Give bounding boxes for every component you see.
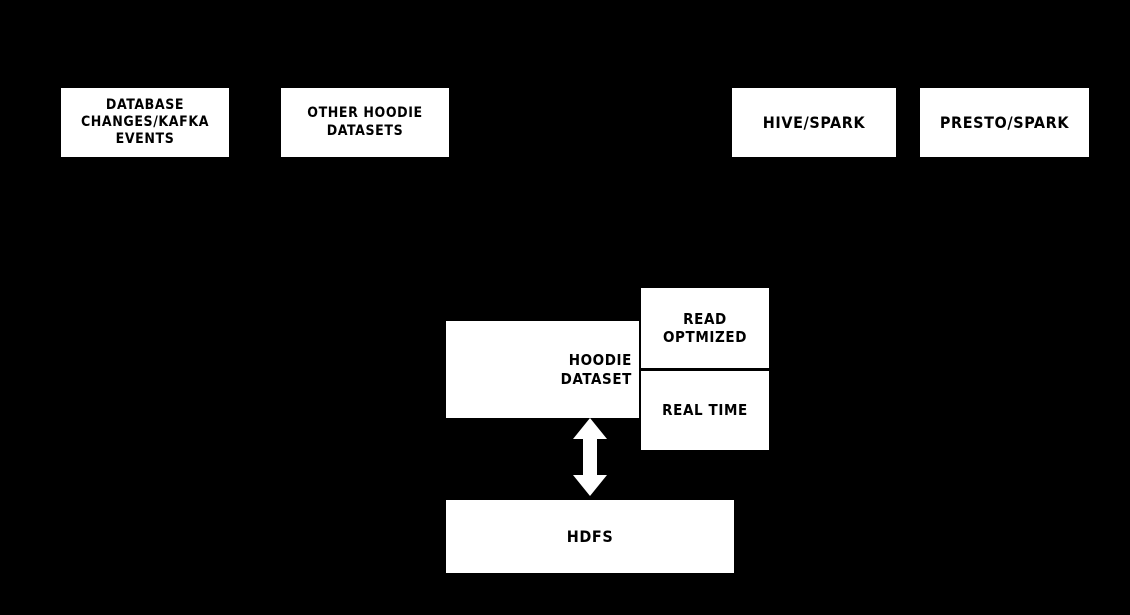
node-presto-spark[interactable]: PRESTO/SPARK: [920, 88, 1089, 157]
node-hoodie-dataset[interactable]: HOODIE DATASET: [446, 321, 639, 418]
node-label: REAL TIME: [662, 401, 748, 420]
node-label: DATABASE CHANGES/KAFKA EVENTS: [80, 96, 210, 148]
node-label: OTHER HOODIE DATASETS: [307, 105, 423, 139]
node-label: HIVE/SPARK: [762, 112, 866, 132]
node-hdfs[interactable]: HDFS: [446, 500, 734, 573]
node-label: PRESTO/SPARK: [939, 112, 1070, 132]
double-headed-arrow-icon: [569, 417, 611, 497]
node-hive-spark[interactable]: HIVE/SPARK: [732, 88, 896, 157]
node-label: HDFS: [566, 526, 614, 546]
node-database-changes-kafka-events[interactable]: DATABASE CHANGES/KAFKA EVENTS: [61, 88, 229, 157]
node-label: READ OPTMIZED: [662, 309, 748, 346]
node-read-optimized-view[interactable]: READ OPTMIZED: [641, 288, 769, 371]
node-real-time-view[interactable]: REAL TIME: [641, 371, 769, 450]
node-label: HOODIE DATASET: [560, 351, 632, 388]
node-other-hoodie-datasets[interactable]: OTHER HOODIE DATASETS: [281, 88, 449, 157]
